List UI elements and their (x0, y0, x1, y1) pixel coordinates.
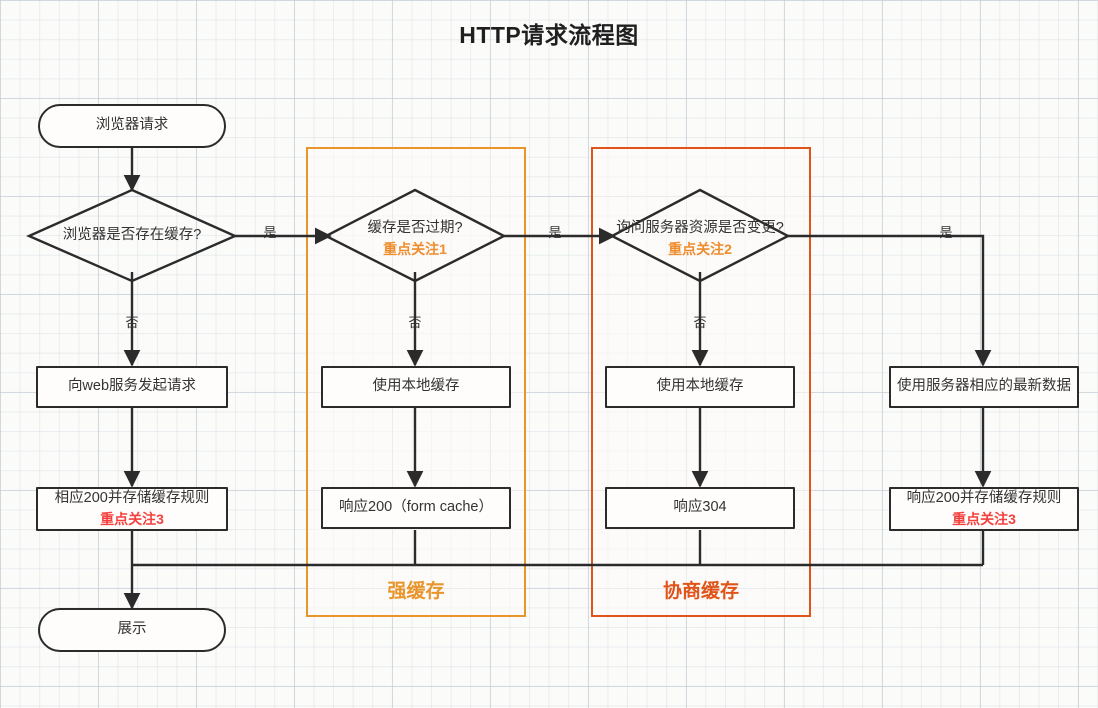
node-resp200-store-right-note: 重点关注3 (952, 510, 1016, 527)
node-use-local-cache-2-label: 使用本地缓存 (656, 378, 744, 395)
node-use-local-cache-2[interactable]: 使用本地缓存 (605, 366, 795, 408)
node-use-local-cache-1[interactable]: 使用本地缓存 (321, 366, 511, 408)
node-use-server-latest-label: 使用服务器相应的最新数据 (897, 378, 1071, 395)
node-end-label: 展示 (117, 621, 147, 638)
node-use-server-latest[interactable]: 使用服务器相应的最新数据 (889, 366, 1079, 408)
node-resp200-store-right-label: 响应200并存储缓存规则 (906, 490, 1062, 507)
node-request-web-label: 向web服务发起请求 (67, 378, 197, 395)
node-resp200-store-left-note: 重点关注3 (100, 510, 164, 527)
node-resp200-form-cache[interactable]: 响应200（form cache） (321, 487, 511, 529)
node-request-web[interactable]: 向web服务发起请求 (36, 366, 228, 408)
group-label-negotiate-cache: 协商缓存 (662, 581, 739, 602)
edge-label-changed-no: 否 (693, 315, 707, 330)
edge-label-expired-no: 否 (408, 315, 422, 330)
node-start[interactable]: 浏览器请求 (38, 104, 226, 148)
node-resp200-store-left[interactable]: 相应200并存储缓存规则 重点关注3 (36, 487, 228, 531)
node-end[interactable]: 展示 (38, 608, 226, 652)
node-resp200-store-left-label: 相应200并存储缓存规则 (54, 490, 210, 507)
node-use-local-cache-1-label: 使用本地缓存 (372, 378, 460, 395)
edge-label-changed-yes: 是 (939, 225, 953, 240)
edge-label-expired-yes: 是 (548, 225, 562, 240)
node-resp304[interactable]: 响应304 (605, 487, 795, 529)
node-resp200-store-right[interactable]: 响应200并存储缓存规则 重点关注3 (889, 487, 1079, 531)
edge-label-has-cache-no: 否 (125, 315, 139, 330)
edge-label-has-cache-yes: 是 (263, 225, 277, 240)
node-resp304-label: 响应304 (673, 499, 727, 516)
node-resp200-form-cache-label: 响应200（form cache） (339, 499, 493, 516)
group-label-strong-cache: 强缓存 (387, 581, 445, 602)
page-title: HTTP请求流程图 (459, 22, 639, 48)
node-start-label: 浏览器请求 (95, 117, 169, 134)
